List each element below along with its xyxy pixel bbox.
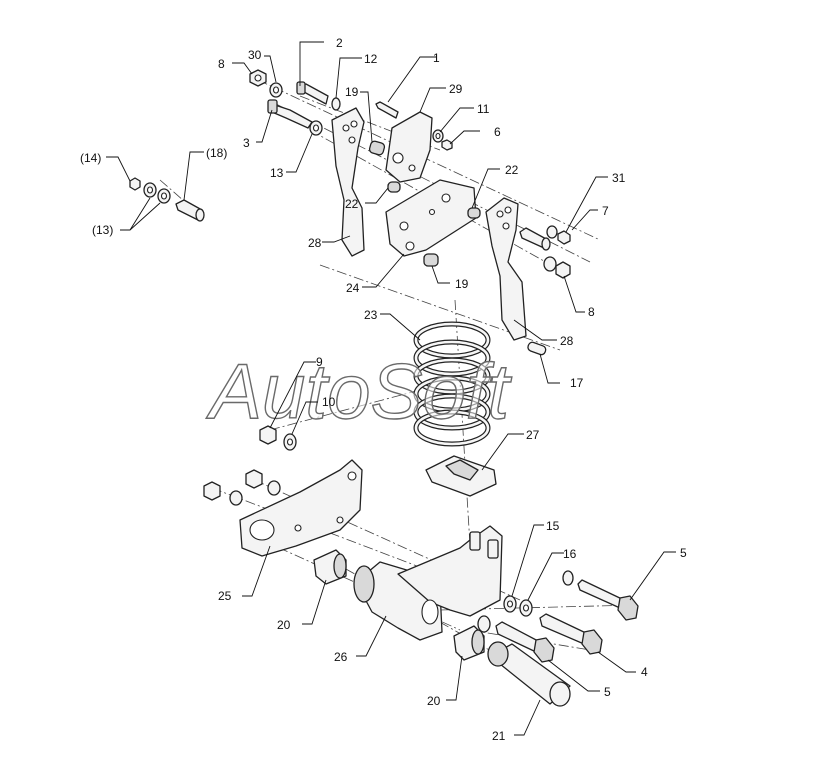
washer-left-bolt5 (562, 570, 574, 586)
callout-21: 21 (492, 729, 506, 743)
pin-17 (527, 341, 547, 356)
washer-lower-bolt5 (477, 615, 491, 633)
callout-6: 6 (494, 125, 501, 139)
callout-19: 19 (345, 85, 359, 99)
nut-6 (441, 139, 453, 151)
callout-28: 28 (308, 236, 322, 250)
callout-22: 22 (505, 163, 519, 177)
bolt-1 (375, 101, 399, 119)
callout-20: 20 (427, 694, 441, 708)
callout-18: (18) (206, 146, 227, 160)
callout-leaders (106, 41, 676, 736)
callout-8: 8 (218, 57, 225, 71)
callout-11: 11 (477, 102, 490, 116)
hex-nut-8-top (249, 69, 267, 87)
callout-27: 27 (526, 428, 540, 442)
bushing-22-right (467, 207, 481, 219)
washer-15 (503, 595, 517, 613)
link-plate-28-right (485, 197, 527, 341)
washer-12 (331, 97, 341, 111)
callout-7: 7 (602, 204, 609, 218)
washer-16 (519, 599, 533, 617)
callout-10: 10 (322, 395, 336, 409)
washer-30 (269, 82, 283, 98)
callout-5: 5 (680, 546, 687, 560)
spring-seat-27 (425, 455, 497, 497)
bolt-5-lower (495, 621, 555, 663)
callout-19: 19 (455, 277, 469, 291)
callout-24: 24 (346, 281, 360, 295)
callout-1: 1 (433, 51, 440, 65)
callout-30: 30 (248, 48, 262, 62)
washer-13 (309, 120, 323, 136)
callout-25: 25 (218, 589, 232, 603)
pin-18 (175, 199, 205, 222)
nut-14 (129, 177, 141, 191)
callout-29: 29 (449, 82, 463, 96)
callout-5: 5 (604, 685, 611, 699)
bushing-22-left (387, 181, 401, 193)
callout-13: 13 (270, 166, 284, 180)
washer-10 (283, 433, 297, 451)
bushing-20-upper (313, 549, 347, 585)
callout-20: 20 (277, 618, 291, 632)
bolt-3 (267, 99, 313, 129)
callout-4: 4 (641, 665, 648, 679)
bolt-2 (296, 81, 329, 105)
sleeve-21 (487, 641, 571, 707)
bolt-5-upper (577, 579, 639, 621)
plate-24 (385, 179, 477, 257)
callout-12: 12 (364, 52, 378, 66)
nuts-and-washers-left (203, 469, 281, 506)
bracket-29 (385, 111, 433, 183)
callout-17: 17 (570, 376, 584, 390)
callout-26: 26 (334, 650, 348, 664)
bushing-19-lower (423, 253, 439, 267)
washers-13-pair (143, 182, 171, 204)
bushing-20-lower (453, 625, 485, 661)
washer-7-area (546, 225, 571, 245)
callout-15: 15 (546, 519, 560, 533)
callout-labels: 2 30 8 12 1 3 19 29 11 6 (14) (18) 13 22… (80, 36, 687, 743)
callout-2: 2 (336, 36, 343, 50)
axle-housing-26 (353, 525, 503, 641)
callout-22: 22 (345, 197, 359, 211)
callout-9: 9 (316, 355, 323, 369)
callout-16: 16 (563, 547, 577, 561)
callout-14: (14) (80, 151, 101, 165)
callout-28: 28 (560, 334, 574, 348)
watermark-text: AutoSoft (206, 347, 513, 435)
arm-25 (239, 459, 363, 557)
callout-23: 23 (364, 308, 378, 322)
washer-and-nut-8-right (543, 256, 571, 279)
coil-spring-23 (413, 321, 491, 447)
callout-8: 8 (588, 305, 595, 319)
callout-31: 31 (612, 171, 626, 185)
link-plate-28-left (331, 107, 365, 257)
washer-11 (432, 129, 444, 143)
callout-13: (13) (92, 223, 113, 237)
pin-31 (519, 227, 551, 251)
bolt-4 (539, 613, 603, 655)
nut-9 (259, 425, 277, 445)
bushing-19-top (368, 140, 386, 156)
callout-3: 3 (243, 136, 250, 150)
